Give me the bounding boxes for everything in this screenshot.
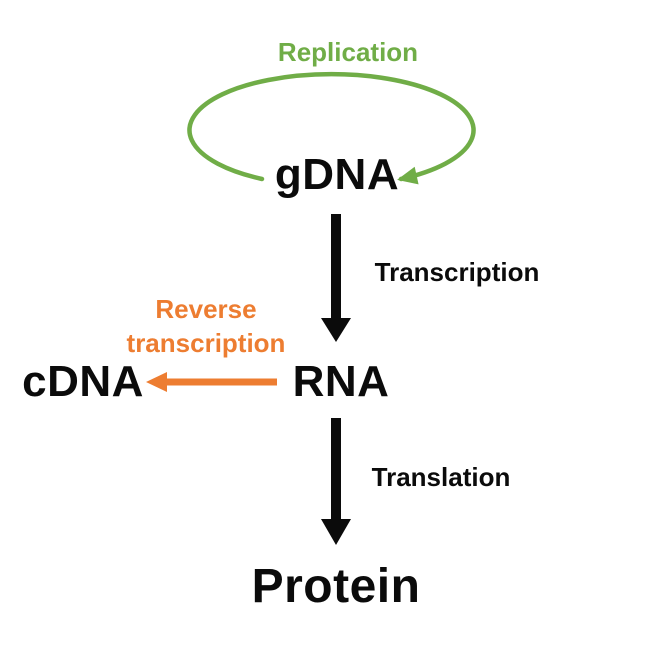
reverse-transcription-arrow	[146, 372, 277, 392]
reverse-transcription-label-line2: transcription	[127, 328, 286, 358]
translation-label: Translation	[372, 462, 511, 492]
rna-label: RNA	[293, 357, 390, 406]
reverse-transcription-label: Reverse transcription	[127, 294, 286, 358]
transcription-label: Transcription	[375, 257, 540, 287]
reverse-transcription-label-line1: Reverse	[155, 294, 256, 324]
gdna-label: gDNA	[275, 150, 399, 199]
cdna-label: cDNA	[22, 357, 144, 406]
replication-label: Replication	[278, 37, 418, 67]
protein-label: Protein	[252, 560, 421, 613]
transcription-arrow	[321, 214, 351, 342]
translation-arrow	[321, 418, 351, 545]
replication-loop-arrow	[187, 71, 476, 185]
